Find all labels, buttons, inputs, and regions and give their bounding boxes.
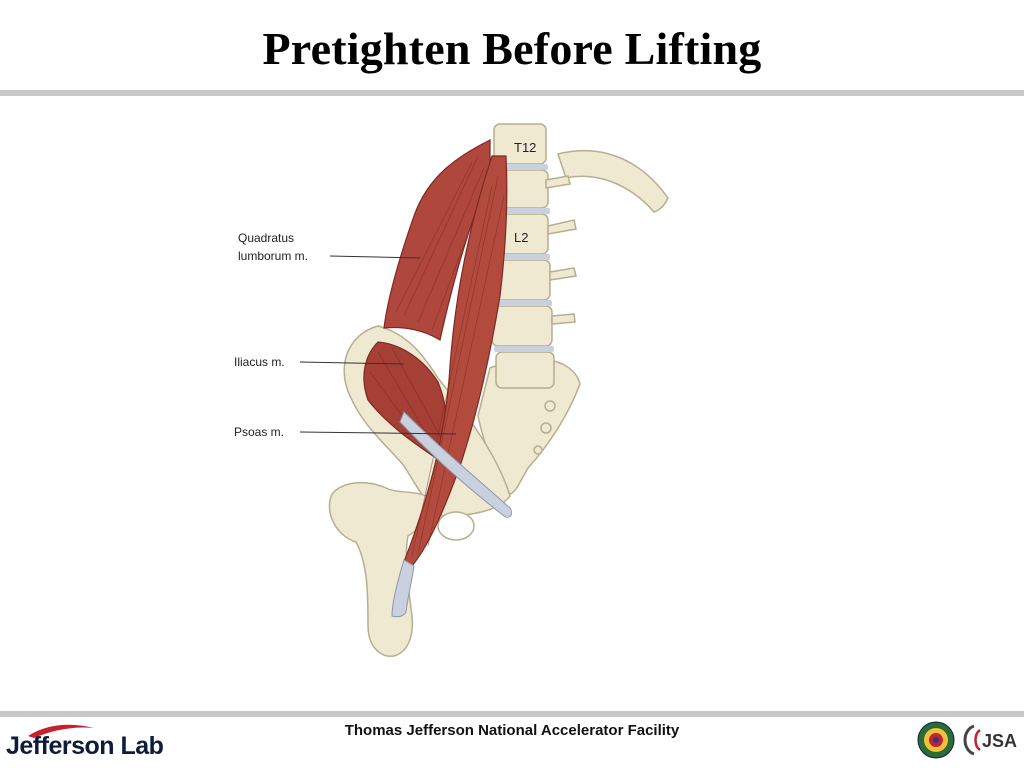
jlab-swoosh-icon [28,724,94,738]
label-t12: T12 [514,140,536,155]
anatomy-figure: T12 L2 [228,116,678,661]
rib-bone [557,150,669,213]
top-divider [0,90,1024,96]
jefferson-lab-logo: Jefferson Lab [6,722,166,762]
jefferson-lab-wordmark: Jefferson Lab [6,732,164,760]
anatomy-illustration: T12 L2 [234,123,669,657]
femur-bone [328,481,432,657]
bottom-divider [0,711,1024,717]
label-quadratus-line2: lumborum m. [238,249,308,263]
lower-tendon [391,559,415,618]
label-l2: L2 [514,230,528,245]
label-psoas: Psoas m. [234,425,284,439]
slide-title: Pretighten Before Lifting [262,23,762,74]
doe-seal-icon [916,720,956,760]
jsa-logo-text: JSA [982,731,1017,751]
label-quadratus-line1: Quadratus [238,231,294,245]
psoas-tendon [399,411,513,518]
footer-organization: Thomas Jefferson National Accelerator Fa… [344,722,680,739]
label-iliacus: Iliacus m. [234,355,285,369]
jsa-logo: JSA [960,720,1022,760]
quadratus-lumborum-muscle [383,139,491,341]
